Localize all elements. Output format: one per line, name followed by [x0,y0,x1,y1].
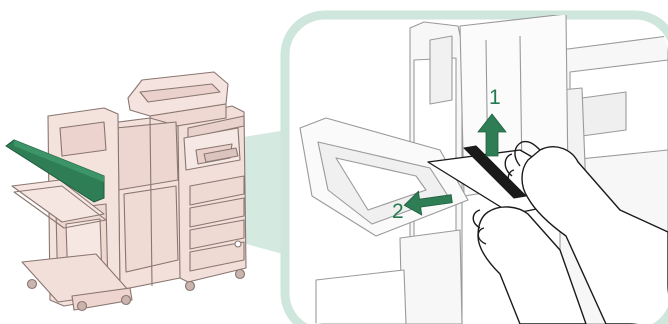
caster-wheel [122,296,131,305]
zoom-callout: 1 2 [285,14,668,324]
caster-wheel [236,270,245,279]
caster-wheel [186,282,195,291]
caster-wheel [28,280,37,289]
drawer-indicator [235,241,241,247]
step-1-label: 1 [489,86,501,109]
copier-machine [12,72,246,311]
step-2-label: 2 [392,200,404,223]
caster-wheel [78,302,87,311]
